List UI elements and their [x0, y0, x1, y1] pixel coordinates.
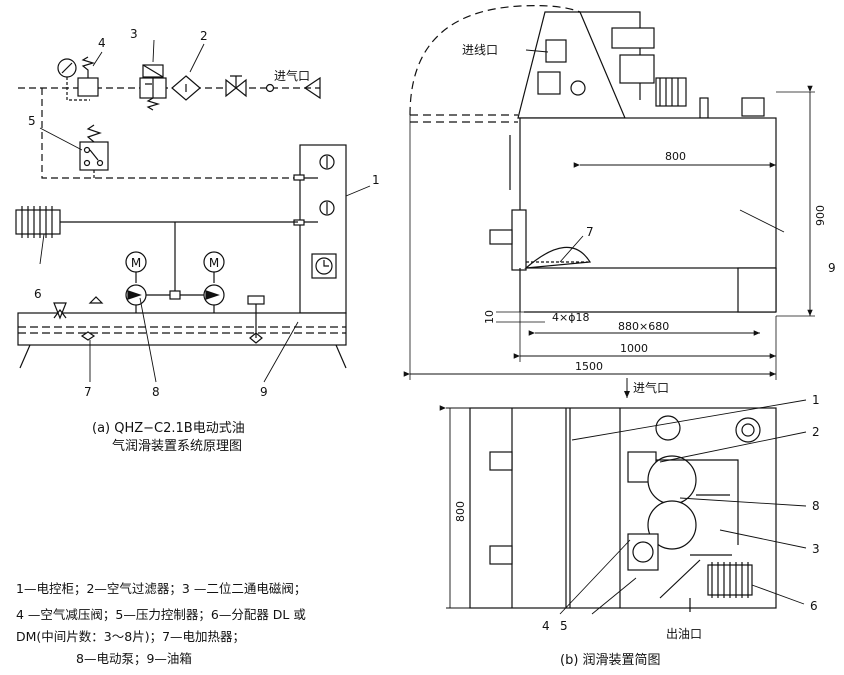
dim-880-text: 880×680 — [618, 320, 669, 333]
top-callout-3: 3 — [812, 542, 820, 556]
cabinet-gauge-1 — [319, 154, 335, 170]
valve-assembly — [611, 27, 655, 49]
top-callout-8: 8 — [812, 499, 820, 513]
oil-tank — [17, 312, 347, 346]
drain-pipe — [489, 229, 513, 245]
top-pump-1 — [647, 455, 697, 505]
side-control-cabinet — [517, 11, 626, 119]
top-callout-1: 1 — [812, 393, 820, 407]
top-depth-dim — [446, 408, 470, 609]
cabinet-timer — [311, 253, 337, 279]
callout-9: 9 — [260, 385, 268, 399]
dim-800-text: 800 — [665, 150, 686, 163]
side-leader-lines — [525, 49, 785, 263]
check-valve-icon — [169, 290, 181, 300]
motor-1-icon — [125, 251, 147, 273]
caption-b: (b) 润滑装置简图 — [560, 652, 661, 668]
callout-8: 8 — [152, 385, 160, 399]
door-swing-arc — [409, 5, 581, 116]
side-callout-7: 7 — [586, 225, 594, 239]
schematic-diagram: M M 4 3 2 进气口 5 1 6 7 8 9 (a) QHZ−C2.1B电… — [15, 27, 380, 454]
legend-line-3: DM(中间片数：3～8片)；7—电加热器； — [16, 629, 246, 644]
top-view-drawing: 进气口 800 1 2 8 3 6 4 5 出油口 (b) 润滑装置简图 — [446, 378, 820, 668]
callout-3: 3 — [130, 27, 138, 41]
top-pump-2 — [647, 500, 697, 550]
inlet-port-circle — [265, 83, 275, 93]
vent-icon — [88, 296, 104, 304]
heater-icon — [80, 331, 96, 341]
callout-7: 7 — [84, 385, 92, 399]
pump-motor-side — [655, 77, 687, 107]
top-inlet-label: 进气口 — [633, 380, 669, 395]
level-sensor-icon — [247, 295, 265, 305]
pressure-controller-icon — [79, 141, 109, 171]
inlet-label: 进气口 — [274, 68, 310, 83]
dim-1500-text: 1500 — [575, 360, 603, 373]
air-inlet-symbol — [303, 76, 321, 100]
cabinet-gauge-2 — [319, 200, 335, 216]
callout-1: 1 — [372, 173, 380, 187]
dim-holes-text: 4×ϕ18 — [552, 311, 589, 324]
callout-5: 5 — [28, 114, 36, 128]
side-heater — [524, 246, 592, 269]
cable-inlet-port — [570, 80, 586, 96]
top-callout-4: 4 — [542, 619, 550, 633]
top-leader-lines — [559, 399, 807, 615]
oil-filler-icon — [53, 302, 67, 320]
cable-inlet-label: 进线口 — [462, 43, 498, 57]
motor-1-label: M — [131, 256, 141, 270]
top-callout-6: 6 — [810, 599, 818, 613]
caption-a-line2: 气润滑装置系统原理图 — [112, 438, 242, 454]
top-callout-2: 2 — [812, 425, 820, 439]
top-depth-text: 800 — [454, 501, 467, 522]
motor-2-label: M — [209, 256, 219, 270]
level-gauge-cap — [741, 97, 765, 117]
side-oil-tank — [519, 117, 777, 269]
air-pipe-branch — [41, 88, 298, 179]
pressure-reducer-icon — [77, 77, 99, 97]
reducer-spring-icon — [81, 56, 96, 78]
dim-900-text: 900 — [814, 205, 827, 226]
valve-spring-icon — [146, 97, 161, 111]
callout-2: 2 — [200, 29, 208, 43]
callout-6: 6 — [34, 287, 42, 301]
legend-line-1: 1—电控柜；2—空气过滤器；3 —二位二通电磁阀； — [16, 581, 307, 596]
caption-a-line1: (a) QHZ−C2.1B电动式油 — [92, 421, 245, 436]
dim-10-text: 10 — [483, 310, 496, 324]
tank-legs — [19, 344, 347, 369]
callout-4: 4 — [98, 36, 106, 50]
legend-line-4: 8—电动泵；9—油箱 — [76, 651, 192, 666]
schematic-leader-lines — [39, 39, 371, 383]
top-callout-5: 5 — [560, 619, 568, 633]
side-callout-9: 9 — [828, 261, 836, 275]
controller-spring-icon — [86, 124, 102, 143]
legend-line-2: 4 —空气减压阀；5—压力控制器；6—分配器 DL 或 — [16, 607, 306, 622]
control-cabinet — [299, 144, 347, 314]
side-view-drawing: 进线口 800 900 9 7 10 4×ϕ18 880×680 1000 15… — [403, 5, 836, 380]
top-outlet-label: 出油口 — [666, 627, 702, 641]
dim-1000-text: 1000 — [620, 342, 648, 355]
motor-2-icon — [203, 251, 225, 273]
